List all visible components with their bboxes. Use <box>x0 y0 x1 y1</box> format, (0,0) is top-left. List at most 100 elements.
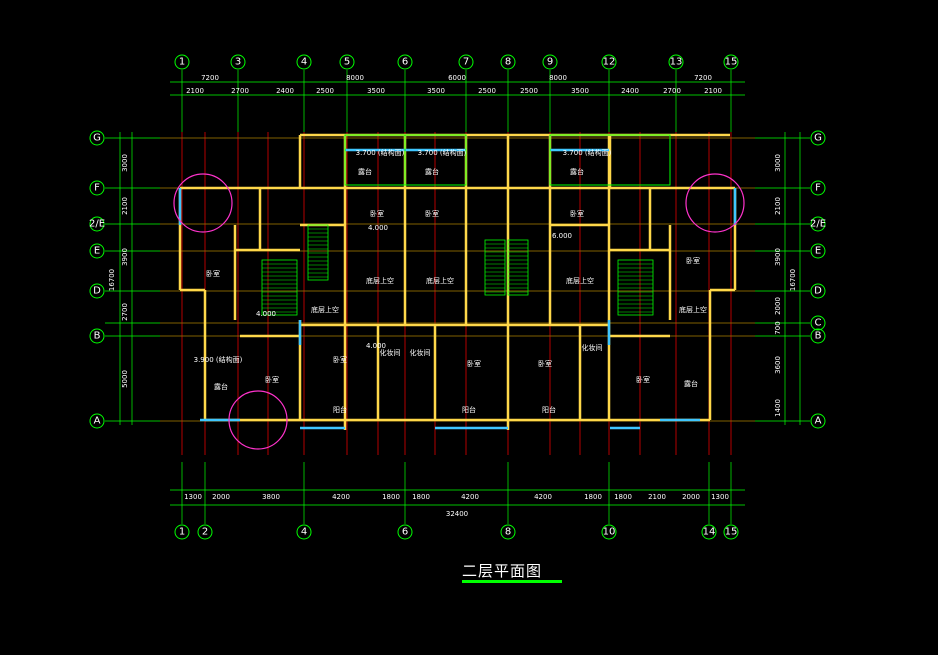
dim-text-top-detail: 2400 <box>276 87 294 95</box>
room-label: 化妆间 <box>582 343 603 352</box>
balcony-outline <box>549 134 671 186</box>
room-label: 底层上空 <box>366 276 394 285</box>
axis-bubble-top-label: 1 <box>179 57 185 68</box>
axis-bubble-right-circle <box>810 315 826 331</box>
room-label: 阳台 <box>542 405 556 414</box>
axis-bubble-top-label: 15 <box>725 57 738 68</box>
axis-bubble-top-circle <box>397 54 413 70</box>
axis-bubble-top-label: 13 <box>670 57 683 68</box>
dim-text-bottom-total: 32400 <box>446 510 468 518</box>
axis-bubble-right-label: G <box>814 133 822 144</box>
room-label: 卧室 <box>206 269 220 278</box>
axis-bubble-bottom-circle <box>296 524 312 540</box>
dim-text-top-overall: 7200 <box>201 74 219 82</box>
elevation-label: 4.000 <box>368 224 388 232</box>
dim-text-right-detail: 3600 <box>774 356 782 374</box>
axis-bubble-top-circle <box>458 54 474 70</box>
room-label: 化妆间 <box>380 348 401 357</box>
axis-bubble-left-circle <box>89 283 105 299</box>
dim-text-left-detail: 5000 <box>121 370 129 388</box>
dim-text-top-detail: 2700 <box>663 87 681 95</box>
axis-bubble-bottom-label: 1 <box>179 527 185 538</box>
drawing-title: 二层平面图 <box>462 562 543 580</box>
axis-bubble-bottom-circle <box>723 524 739 540</box>
axis-bubble-right-label: C <box>815 318 822 329</box>
balcony-outline <box>344 134 406 186</box>
grid-lines <box>105 70 810 524</box>
axis-bubble-bottom-label: 2 <box>202 527 208 538</box>
room-label: 阳台 <box>462 405 476 414</box>
dim-text-top-detail: 2100 <box>704 87 722 95</box>
elevation-label: 3.700 (结构面) <box>356 148 405 157</box>
dim-text-top-detail: 2700 <box>231 87 249 95</box>
dim-text-bottom-detail: 1800 <box>614 493 632 501</box>
dim-text-bottom-detail: 4200 <box>461 493 479 501</box>
dim-text-right-detail: 700 <box>774 321 782 334</box>
axis-bubble-bottom-label: 8 <box>505 527 511 538</box>
axis-bubble-bottom-circle <box>701 524 717 540</box>
dim-text-bottom-detail: 1300 <box>711 493 729 501</box>
axis-bubble-left-circle <box>89 243 105 259</box>
dim-text-left-detail: 2700 <box>121 303 129 321</box>
axis-bubble-top-circle <box>296 54 312 70</box>
axis-bubble-bottom-circle <box>500 524 516 540</box>
dim-text-bottom-detail: 2000 <box>212 493 230 501</box>
axis-bubble-right-circle <box>810 413 826 429</box>
elevation-label: 4.000 <box>256 310 276 318</box>
dim-text-right-detail: 1400 <box>774 399 782 417</box>
room-label: 卧室 <box>686 256 700 265</box>
axis-bubble-top-label: 7 <box>463 57 469 68</box>
axis-bubble-right-circle <box>810 216 826 232</box>
axis-bubble-top-label: 3 <box>235 57 241 68</box>
room-label: 卧室 <box>333 355 347 364</box>
room-labels: 露台露台露台卧室卧室卧室卧室卧室底层上空底层上空底层上空底层上空底层上空卧室化妆… <box>194 148 707 414</box>
dim-text-bottom-detail: 4200 <box>332 493 350 501</box>
axis-bubble-bottom-label: 4 <box>301 527 307 538</box>
axis-bubble-top-label: 6 <box>402 57 408 68</box>
dim-text-bottom-detail: 1800 <box>584 493 602 501</box>
axis-bubble-right-label: 2/E <box>810 219 826 230</box>
dim-text-right-detail: 3000 <box>774 154 782 172</box>
title-underline <box>462 580 562 583</box>
dim-text-top-detail: 3500 <box>367 87 385 95</box>
axis-bubble-left-label: A <box>94 416 101 427</box>
highlight-circle <box>173 173 233 233</box>
walls <box>173 133 745 450</box>
axis-bubble-right-circle <box>810 180 826 196</box>
axis-bubble-top-label: 12 <box>603 57 616 68</box>
axis-bubble-top-label: 4 <box>301 57 307 68</box>
room-label: 卧室 <box>425 209 439 218</box>
axis-bubble-left-label: G <box>93 133 101 144</box>
axis-bubble-bottom-circle <box>197 524 213 540</box>
room-label: 卧室 <box>570 209 584 218</box>
axis-bubble-right-label: A <box>815 416 822 427</box>
stair <box>261 259 298 316</box>
dim-text-right-total: 16700 <box>789 269 797 291</box>
room-label: 露台 <box>425 167 439 176</box>
room-label: 露台 <box>214 382 228 391</box>
axis-bubble-left-label: D <box>93 286 101 297</box>
axis-bubble-left-circle <box>89 180 105 196</box>
room-label: 底层上空 <box>426 276 454 285</box>
axis-bubble-left-label: 2/E <box>89 219 105 230</box>
room-label: 底层上空 <box>679 305 707 314</box>
room-label: 底层上空 <box>311 305 339 314</box>
room-label: 露台 <box>570 167 584 176</box>
dim-text-top-detail: 3500 <box>427 87 445 95</box>
axis-bubble-bottom-circle <box>174 524 190 540</box>
dim-text-right-detail: 2100 <box>774 197 782 215</box>
axis-bubble-right-circle <box>810 328 826 344</box>
dim-text-bottom-detail: 1800 <box>412 493 430 501</box>
axis-bubble-top-circle <box>230 54 246 70</box>
room-label: 露台 <box>358 167 372 176</box>
stair <box>484 239 506 296</box>
axis-bubble-top-circle <box>339 54 355 70</box>
axis-bubble-bottom-label: 15 <box>725 527 738 538</box>
elevation-label: 4.000 <box>366 342 386 350</box>
highlight-circle <box>228 390 288 450</box>
stair <box>617 259 654 316</box>
axis-bubble-bottom-circle <box>601 524 617 540</box>
dim-text-bottom-detail: 3800 <box>262 493 280 501</box>
dim-text-top-detail: 2100 <box>186 87 204 95</box>
